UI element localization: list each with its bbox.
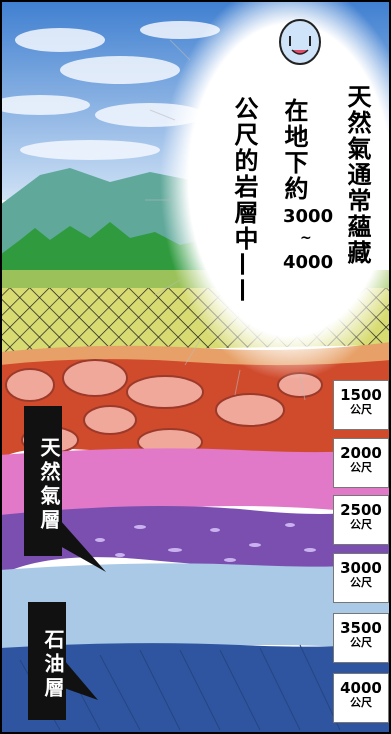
depth-value: 4000 [340, 679, 382, 697]
depth-1500: 1500 公尺 [333, 380, 389, 430]
bubble-line-2: 在地下約 [280, 98, 308, 202]
depth-3500: 3500 公尺 [333, 613, 389, 663]
depth-2500: 2500 公尺 [333, 495, 389, 545]
depth-4000: 4000 公尺 [333, 673, 389, 723]
depth-unit: 公尺 [350, 636, 372, 649]
depth-value: 2000 [340, 444, 382, 462]
depth-unit: 公尺 [350, 696, 372, 709]
bubble-line-1: 天然氣通常蘊藏 [343, 84, 371, 266]
pink-layer [0, 448, 391, 520]
light-blue-layer [0, 560, 391, 655]
character-head-icon [279, 19, 321, 65]
depth-value: 1500 [340, 386, 382, 404]
oil-layer-label: 石油層 [28, 602, 66, 720]
purple-layer [0, 505, 391, 575]
depth-value: 3500 [340, 619, 382, 637]
oil-layer-fill [0, 640, 391, 734]
depth-range-start: 3000 [283, 206, 334, 227]
depth-unit: 公尺 [350, 518, 372, 531]
depth-value: 2500 [340, 501, 382, 519]
clouds [0, 21, 220, 160]
depth-2000: 2000 公尺 [333, 438, 389, 488]
gas-layer-label: 天然氣層 [24, 406, 62, 556]
depth-3000: 3000 公尺 [333, 553, 389, 603]
oil-label-pointer [64, 660, 98, 700]
depth-unit: 公尺 [350, 403, 372, 416]
depth-unit: 公尺 [350, 576, 372, 589]
gas-label-pointer [60, 520, 106, 572]
bubble-rays [145, 39, 306, 401]
depth-range-end: 4000 [283, 252, 334, 273]
depth-value: 3000 [340, 559, 382, 577]
depth-unit: 公尺 [350, 461, 372, 474]
depth-range-tilde: ~ [300, 230, 312, 246]
thought-bubble [160, 0, 391, 380]
bubble-line-3: 公尺的岩層中—— [230, 96, 258, 304]
